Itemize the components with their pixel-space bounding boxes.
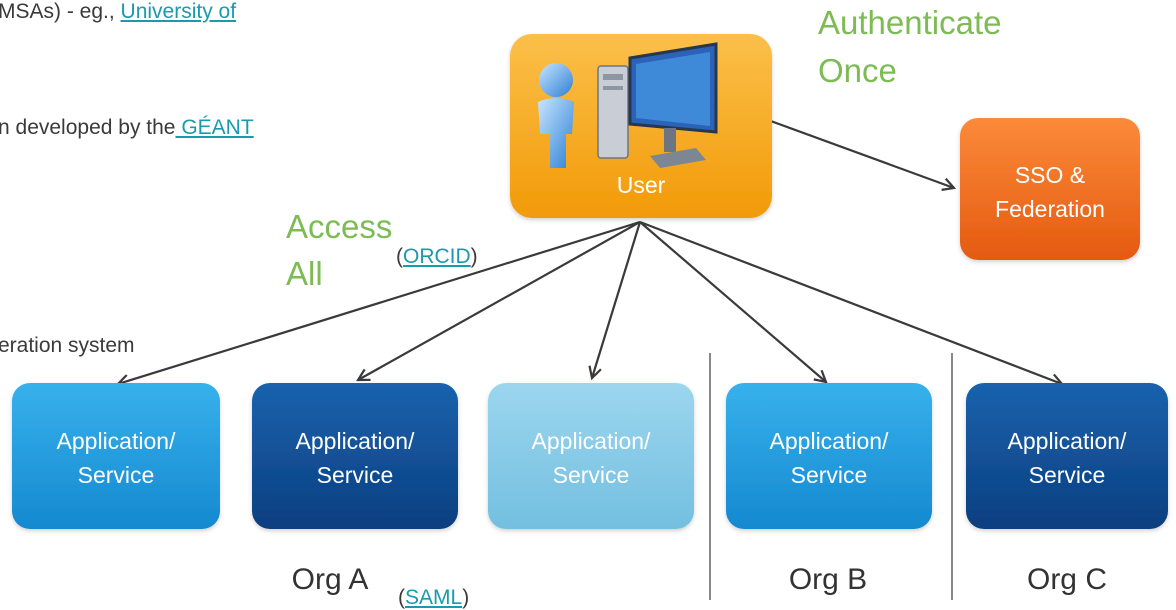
access-label-line-2: All — [286, 255, 323, 292]
service-5-line-1: Application/ — [1008, 428, 1128, 454]
bg-text-5-close: ) — [462, 586, 470, 609]
service-box-2 — [252, 383, 458, 529]
authenticate-label-line-1: Authenticate — [818, 4, 1001, 41]
bg-text-3-open: ( — [396, 245, 403, 268]
service-1-line-1: Application/ — [57, 428, 177, 454]
service-3: Application/ Service — [488, 383, 694, 529]
service-2-line-2: Service — [317, 462, 394, 488]
computer-icon — [597, 42, 718, 168]
authenticate-label-line-2: Once — [818, 52, 897, 89]
bg-text-line-1: MSAs) - eg., University of — [0, 0, 236, 24]
bg-text-line-3: (ORCID) — [396, 245, 478, 269]
service-2-line-1: Application/ — [296, 428, 416, 454]
bg-text-3-close: ) — [470, 245, 478, 268]
orcid-link[interactable]: ORCID — [403, 245, 471, 268]
service-box-5 — [966, 383, 1168, 529]
service-5: Application/ Service — [966, 383, 1168, 529]
service-1-line-2: Service — [78, 462, 155, 488]
person-icon — [538, 63, 574, 168]
arrow-user-to-service-5 — [639, 220, 1062, 384]
service-box-1 — [12, 383, 220, 529]
sso-box — [960, 118, 1140, 260]
service-box-4 — [726, 383, 932, 529]
arrow-user-to-service-4 — [639, 221, 826, 382]
geant-link[interactable]: GÉANT — [175, 116, 254, 139]
arrow-user-to-sso — [767, 118, 954, 188]
org-label-c: Org C — [1027, 563, 1107, 596]
service-3-line-1: Application/ — [532, 428, 652, 454]
service-1: Application/ Service — [12, 383, 220, 529]
service-box-3 — [488, 383, 694, 529]
sso-label-line-2: Federation — [995, 196, 1105, 222]
bg-text-line-4: eration system — [0, 334, 135, 358]
service-3-line-2: Service — [553, 462, 630, 488]
access-label-line-1: Access — [286, 208, 392, 245]
connectors — [118, 118, 1062, 384]
service-5-line-2: Service — [1029, 462, 1106, 488]
user-label: User — [617, 172, 666, 198]
sso-label-line-1: SSO & — [1015, 162, 1085, 188]
service-4-line-1: Application/ — [770, 428, 890, 454]
user-node: User — [510, 34, 772, 218]
university-link[interactable]: University of — [120, 0, 237, 23]
org-label-b: Org B — [789, 563, 867, 596]
bg-text-line-2: n developed by the GÉANT — [0, 116, 254, 140]
bg-text-4: eration system — [0, 334, 135, 357]
bg-text-1-prefix: MSAs) - eg., — [0, 0, 121, 23]
bg-text-2-prefix: n developed by the — [0, 116, 176, 139]
service-4: Application/ Service — [726, 383, 932, 529]
service-2: Application/ Service — [252, 383, 458, 529]
arrow-user-to-service-3 — [592, 221, 642, 378]
arrow-user-to-service-1 — [118, 220, 641, 384]
service-4-line-2: Service — [791, 462, 868, 488]
arrow-user-to-service-2 — [358, 221, 641, 380]
sso-node: SSO & Federation — [960, 118, 1140, 260]
bg-text-5-open: ( — [398, 586, 405, 609]
org-label-a: Org A — [292, 563, 369, 596]
